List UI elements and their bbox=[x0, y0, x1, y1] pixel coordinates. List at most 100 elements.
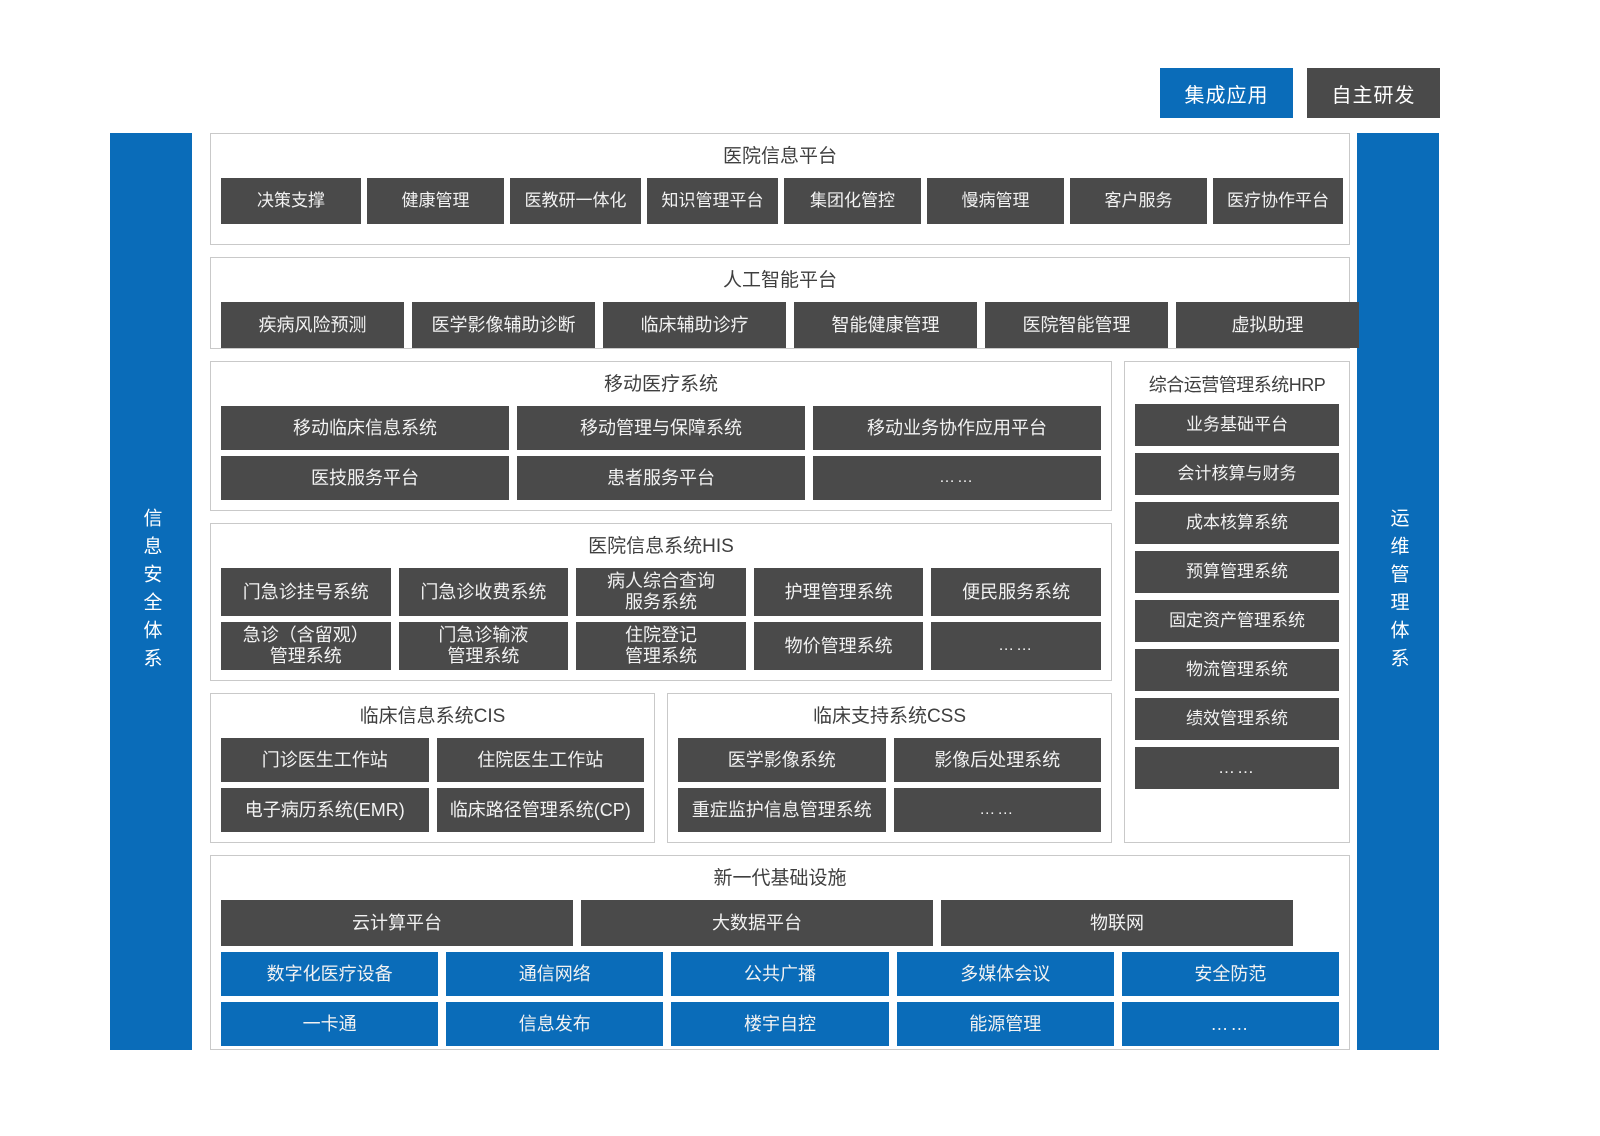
module-box[interactable]: 客户服务 bbox=[1070, 178, 1207, 224]
cis-css-wrapper: 临床信息系统CIS 门诊医生工作站住院医生工作站 电子病历系统(EMR)临床路径… bbox=[210, 693, 1112, 843]
sidebar-information-security-system: 信息安全体系 bbox=[110, 133, 192, 1050]
module-box[interactable]: 绩效管理系统 bbox=[1135, 698, 1339, 740]
row-infrastructure-3: 一卡通信息发布楼宇自控能源管理…… bbox=[221, 1002, 1340, 1046]
module-box[interactable]: 临床路径管理系统(CP) bbox=[436, 788, 644, 832]
row-infrastructure-2: 数字化医疗设备通信网络公共广播多媒体会议安全防范 bbox=[221, 952, 1340, 996]
module-box[interactable]: 住院登记 管理系统 bbox=[576, 622, 746, 670]
row-css-2: 重症监护信息管理系统…… bbox=[678, 788, 1101, 832]
module-box[interactable]: 门诊医生工作站 bbox=[221, 738, 429, 782]
row-mobile-medical-1: 移动临床信息系统移动管理与保障系统移动业务协作应用平台 bbox=[221, 406, 1101, 450]
module-box[interactable]: 医院智能管理 bbox=[985, 302, 1168, 348]
architecture-stack: 医院信息平台 决策支撑健康管理医教研一体化知识管理平台集团化管控慢病管理客户服务… bbox=[210, 133, 1359, 1050]
module-box[interactable]: 病人综合查询 服务系统 bbox=[576, 568, 746, 616]
legend-self-developed[interactable]: 自主研发 bbox=[1307, 68, 1440, 118]
module-box[interactable]: 临床辅助诊疗 bbox=[603, 302, 786, 348]
module-box[interactable]: 医学影像辅助诊断 bbox=[412, 302, 595, 348]
panel-mobile-medical-system: 移动医疗系统 移动临床信息系统移动管理与保障系统移动业务协作应用平台 医技服务平… bbox=[210, 361, 1112, 511]
panel-css: 临床支持系统CSS 医学影像系统影像后处理系统 重症监护信息管理系统…… bbox=[667, 693, 1112, 843]
module-box[interactable]: 医学影像系统 bbox=[678, 738, 886, 782]
panel-his: 医院信息系统HIS 门急诊挂号系统门急诊收费系统病人综合查询 服务系统护理管理系… bbox=[210, 523, 1112, 681]
row-his-1: 门急诊挂号系统门急诊收费系统病人综合查询 服务系统护理管理系统便民服务系统 bbox=[221, 568, 1101, 616]
panel-title-mobile-medical-system: 移动医疗系统 bbox=[603, 374, 718, 395]
module-box[interactable]: 医教研一体化 bbox=[510, 178, 641, 224]
panel-title-infrastructure: 新一代基础设施 bbox=[713, 868, 847, 889]
panel-cis: 临床信息系统CIS 门诊医生工作站住院医生工作站 电子病历系统(EMR)临床路径… bbox=[210, 693, 655, 843]
module-box[interactable]: 通信网络 bbox=[446, 952, 664, 996]
module-box[interactable]: 急诊（含留观） 管理系统 bbox=[221, 622, 391, 670]
panel-title-hospital-info-platform: 医院信息平台 bbox=[722, 146, 837, 167]
module-box[interactable]: …… bbox=[1135, 747, 1339, 789]
module-box[interactable]: …… bbox=[931, 622, 1101, 670]
module-box[interactable]: 健康管理 bbox=[367, 178, 504, 224]
sidebar-operation-maintenance-system: 运维管理体系 bbox=[1357, 133, 1439, 1050]
middle-band: 移动医疗系统 移动临床信息系统移动管理与保障系统移动业务协作应用平台 医技服务平… bbox=[210, 361, 1350, 843]
module-box[interactable]: 楼宇自控 bbox=[671, 1002, 889, 1046]
middle-band-left: 移动医疗系统 移动临床信息系统移动管理与保障系统移动业务协作应用平台 医技服务平… bbox=[210, 361, 1112, 843]
module-box[interactable]: 慢病管理 bbox=[927, 178, 1064, 224]
row-cis-1: 门诊医生工作站住院医生工作站 bbox=[221, 738, 644, 782]
row-css-1: 医学影像系统影像后处理系统 bbox=[678, 738, 1101, 782]
panel-hospital-info-platform: 医院信息平台 决策支撑健康管理医教研一体化知识管理平台集团化管控慢病管理客户服务… bbox=[210, 133, 1350, 245]
module-box[interactable]: 固定资产管理系统 bbox=[1135, 600, 1339, 642]
panel-infrastructure: 新一代基础设施 云计算平台大数据平台物联网 数字化医疗设备通信网络公共广播多媒体… bbox=[210, 855, 1350, 1050]
row-infrastructure-1: 云计算平台大数据平台物联网 bbox=[221, 900, 1339, 946]
module-box[interactable]: 患者服务平台 bbox=[517, 456, 805, 500]
module-box[interactable]: 物价管理系统 bbox=[753, 622, 924, 670]
module-box[interactable]: 业务基础平台 bbox=[1135, 404, 1339, 446]
module-box[interactable]: 虚拟助理 bbox=[1176, 302, 1359, 348]
legend-integrated-application[interactable]: 集成应用 bbox=[1160, 68, 1293, 118]
module-box[interactable]: 云计算平台 bbox=[221, 900, 573, 946]
module-box[interactable]: 医技服务平台 bbox=[221, 456, 509, 500]
module-box[interactable]: 便民服务系统 bbox=[931, 568, 1101, 616]
module-box[interactable]: 物流管理系统 bbox=[1135, 649, 1339, 691]
module-box[interactable]: 移动业务协作应用平台 bbox=[813, 406, 1101, 450]
module-box[interactable]: 大数据平台 bbox=[581, 900, 933, 946]
module-box[interactable]: 疾病风险预测 bbox=[221, 302, 404, 348]
module-box[interactable]: 信息发布 bbox=[446, 1002, 664, 1046]
row-mobile-medical-2: 医技服务平台患者服务平台…… bbox=[221, 456, 1101, 500]
sidebar-right-label: 运维管理体系 bbox=[1387, 507, 1409, 676]
module-box[interactable]: 一卡通 bbox=[221, 1002, 439, 1046]
row-ai-platform-items: 疾病风险预测医学影像辅助诊断临床辅助诊疗智能健康管理医院智能管理虚拟助理 bbox=[221, 302, 1359, 348]
module-box[interactable]: 预算管理系统 bbox=[1135, 551, 1339, 593]
module-box[interactable]: 重症监护信息管理系统 bbox=[678, 788, 886, 832]
panel-ai-platform: 人工智能平台 疾病风险预测医学影像辅助诊断临床辅助诊疗智能健康管理医院智能管理虚… bbox=[210, 257, 1359, 349]
module-box[interactable]: …… bbox=[893, 788, 1101, 832]
module-box[interactable]: 知识管理平台 bbox=[647, 178, 778, 224]
panel-title-his: 医院信息系统HIS bbox=[588, 536, 734, 557]
module-box[interactable]: 会计核算与财务 bbox=[1135, 453, 1339, 495]
legend: 集成应用 自主研发 bbox=[1160, 68, 1440, 118]
panel-title-hrp: 综合运营管理系统HRP bbox=[1148, 375, 1326, 395]
module-box[interactable]: 数字化医疗设备 bbox=[221, 952, 439, 996]
module-box[interactable]: 安全防范 bbox=[1121, 952, 1340, 996]
module-box[interactable]: 门急诊挂号系统 bbox=[221, 568, 391, 616]
module-box[interactable]: 移动临床信息系统 bbox=[221, 406, 509, 450]
list-hrp-items: 业务基础平台会计核算与财务成本核算系统预算管理系统固定资产管理系统物流管理系统绩… bbox=[1135, 404, 1339, 834]
module-box[interactable]: …… bbox=[813, 456, 1101, 500]
panel-title-css: 临床支持系统CSS bbox=[812, 706, 967, 727]
panel-hrp: 综合运营管理系统HRP 业务基础平台会计核算与财务成本核算系统预算管理系统固定资… bbox=[1124, 361, 1350, 843]
module-box[interactable]: 智能健康管理 bbox=[794, 302, 977, 348]
row-his-2: 急诊（含留观） 管理系统门急诊输液 管理系统住院登记 管理系统物价管理系统…… bbox=[221, 622, 1101, 670]
row-hospital-info-platform-items: 决策支撑健康管理医教研一体化知识管理平台集团化管控慢病管理客户服务医疗协作平台 bbox=[221, 178, 1343, 224]
module-box[interactable]: 影像后处理系统 bbox=[893, 738, 1101, 782]
row-cis-2: 电子病历系统(EMR)临床路径管理系统(CP) bbox=[221, 788, 644, 832]
module-box[interactable]: 决策支撑 bbox=[221, 178, 361, 224]
module-box[interactable]: 门急诊输液 管理系统 bbox=[398, 622, 569, 670]
module-box[interactable]: 公共广播 bbox=[671, 952, 889, 996]
module-box[interactable]: 住院医生工作站 bbox=[436, 738, 644, 782]
module-box[interactable]: 护理管理系统 bbox=[753, 568, 924, 616]
module-box[interactable]: …… bbox=[1121, 1002, 1340, 1046]
module-box[interactable]: 成本核算系统 bbox=[1135, 502, 1339, 544]
module-box[interactable]: 多媒体会议 bbox=[896, 952, 1114, 996]
module-box[interactable]: 集团化管控 bbox=[784, 178, 921, 224]
sidebar-left-label: 信息安全体系 bbox=[140, 507, 162, 676]
module-box[interactable]: 能源管理 bbox=[896, 1002, 1114, 1046]
module-box[interactable]: 物联网 bbox=[941, 900, 1293, 946]
module-box[interactable]: 移动管理与保障系统 bbox=[517, 406, 805, 450]
module-box[interactable]: 医疗协作平台 bbox=[1213, 178, 1343, 224]
module-box[interactable]: 电子病历系统(EMR) bbox=[221, 788, 429, 832]
module-box[interactable]: 门急诊收费系统 bbox=[398, 568, 569, 616]
middle-band-right: 综合运营管理系统HRP 业务基础平台会计核算与财务成本核算系统预算管理系统固定资… bbox=[1124, 361, 1350, 843]
